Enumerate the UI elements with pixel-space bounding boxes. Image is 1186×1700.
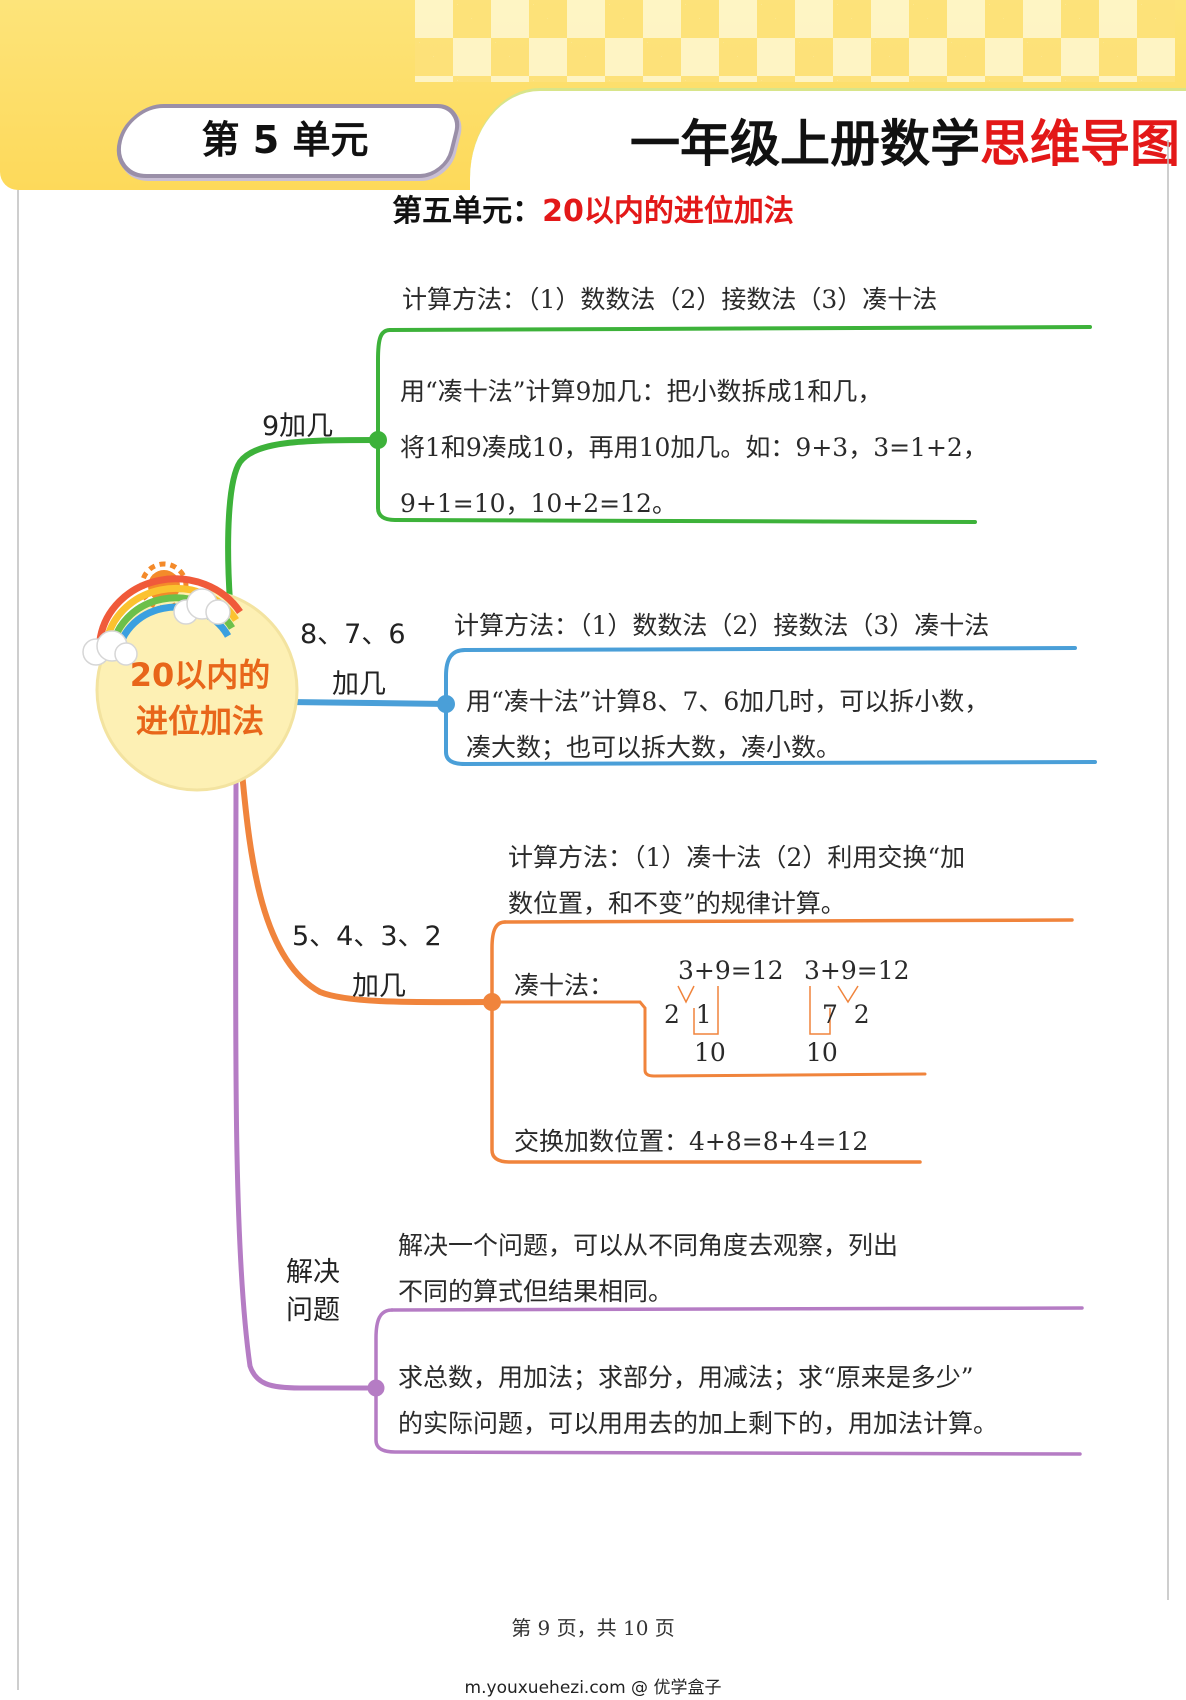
bracket-split-2 (837, 985, 859, 1004)
central-topic-line2: 进位加法 (135, 702, 264, 740)
section-subtitle: 第五单元：20以内的进位加法 (0, 186, 1186, 230)
header-title-panel (470, 88, 1186, 201)
swap-rule: 交换加数位置：4+8=8+4=12 (514, 1127, 869, 1156)
connector-green (225, 437, 381, 605)
example-1-split: 2 1 (664, 1000, 712, 1029)
problem-detail-2: 的实际问题，可以用用去的加上剩下的，用加法计算。 (398, 1409, 999, 1438)
branch-label-problem-line1: 解决 (286, 1257, 340, 1288)
bracket-ten-1 (693, 986, 719, 1035)
connector-blue (285, 699, 451, 707)
connector-orange (239, 769, 495, 1006)
frame-orange (490, 920, 922, 1164)
branch-label-876-line2: 加几 (332, 669, 386, 700)
rule-blue (463, 646, 1077, 652)
problem-intro-1: 解决一个问题，可以从不同角度去观察，列出 (398, 1231, 899, 1260)
branch-9-detail-3: 9+1=10，10+2=12。 (400, 489, 677, 518)
branch-5432-method-2: 数位置，和不变”的规律计算。 (508, 889, 846, 918)
bracket-ten-2 (809, 986, 831, 1035)
site-watermark: m.youxuehezi.com @ 优学盒子 (464, 1678, 722, 1698)
problem-detail-1: 求总数，用加法；求部分，用减法；求“原来是多少” (398, 1363, 974, 1392)
branch-9-method: 计算方法：（1）数数法（2）接数法（3）凑十法 (402, 285, 938, 314)
branch-876-detail-1: 用“凑十法”计算8、7、6加几时，可以拆小数， (466, 687, 990, 716)
branch-purple (233, 769, 1084, 1456)
unit-label: 第 5 单元 (201, 118, 369, 162)
checker-pattern (415, 0, 1175, 82)
frame-purple (374, 1308, 1082, 1456)
page-number: 第 9 页，共 10 页 (511, 1616, 675, 1640)
frame-green (376, 328, 977, 524)
branch-876-detail-2: 凑大数；也可以拆大数，凑小数。 (466, 733, 842, 762)
node-blue (437, 695, 455, 713)
rule-purple (390, 1306, 1084, 1312)
central-topic-line1: 20以内的 (129, 656, 271, 694)
example-1-ten: 10 (694, 1038, 726, 1067)
branch-5432-method-1: 计算方法：（1）凑十法（2）利用交换“加 (508, 843, 966, 872)
frame-orange-example (490, 1000, 927, 1078)
subtitle-prefix: 第五单元： (392, 194, 543, 229)
example-2-equation: 3+9=12 (804, 956, 910, 985)
page-title-highlight: 思维导图 (980, 115, 1180, 173)
branch-blue (285, 646, 1097, 767)
branch-9-detail-1: 用“凑十法”计算9加几：把小数拆成1和几， (400, 377, 883, 406)
rule-orange (503, 918, 1074, 924)
branch-label-876-line1: 8、7、6 (300, 619, 406, 650)
problem-intro-2: 不同的算式但结果相同。 (398, 1277, 674, 1306)
central-badge (82, 561, 299, 792)
central-topic: 20以内的 进位加法 (100, 652, 300, 744)
page-title-main: 一年级上册数学 (630, 115, 980, 173)
rule-green (388, 325, 1092, 332)
page-title: 一年级上册数学思维导图 (600, 104, 1180, 174)
example-2-split: 7 2 (822, 1000, 870, 1029)
branch-label-problem-line2: 问题 (286, 1295, 340, 1326)
example-2-ten: 10 (806, 1038, 838, 1067)
example-1-equation: 3+9=12 (678, 956, 784, 985)
example-brackets (677, 985, 859, 1035)
branch-label-9: 9加几 (262, 411, 334, 442)
branch-label-5432-line2: 加几 (352, 971, 406, 1002)
branch-9-detail-2: 将1和9凑成10，再用10加几。如：9+3，3=1+2， (400, 433, 988, 462)
cloud-icon-left (82, 630, 138, 666)
cloud-icon-right (173, 588, 231, 625)
coushi-label: 凑十法： (514, 971, 615, 1000)
node-green (369, 431, 387, 449)
branch-green (225, 325, 1092, 605)
bracket-split-1 (677, 985, 695, 1004)
branch-orange (239, 769, 1074, 1164)
branch-label-5432-line1: 5、4、3、2 (292, 921, 442, 952)
node-orange (483, 993, 501, 1011)
branch-876-method: 计算方法：（1）数数法（2）接数法（3）凑十法 (454, 611, 990, 640)
subtitle-topic: 20以内的进位加法 (542, 194, 794, 229)
frame-blue (444, 648, 1097, 767)
connector-purple (233, 769, 379, 1391)
node-purple (367, 1379, 385, 1397)
